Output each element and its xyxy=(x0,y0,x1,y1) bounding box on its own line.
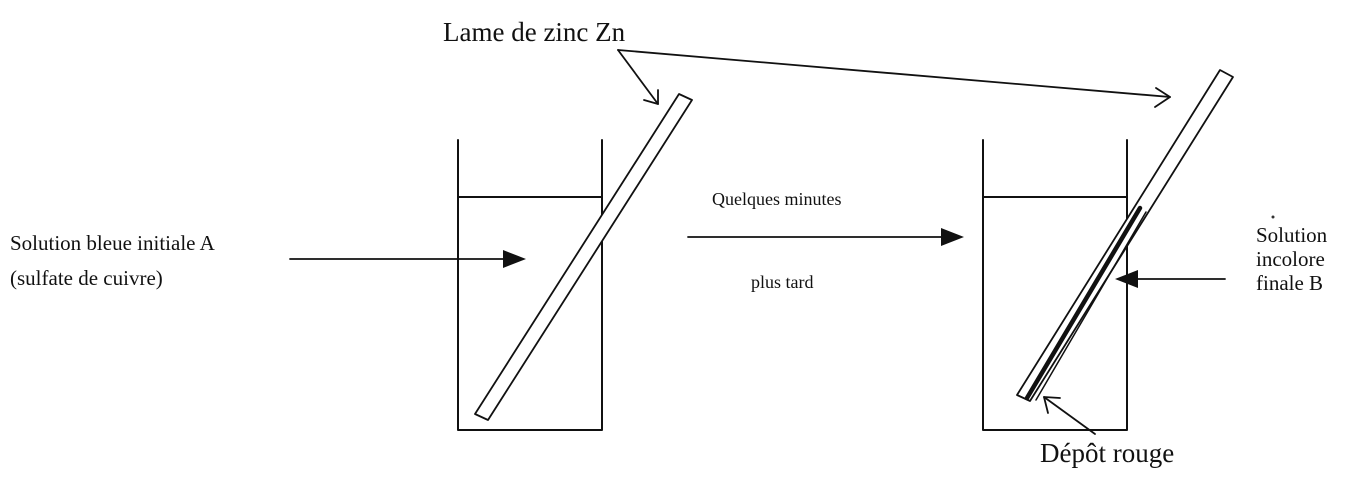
time-label-line1: Quelques minutes xyxy=(712,189,842,209)
zinc-plate-left xyxy=(474,93,693,421)
initial-solution-label-line2: (sulfate de cuivre) xyxy=(10,266,163,290)
copper-deposit xyxy=(1024,205,1143,401)
final-solution-label-line1: Solution xyxy=(1256,223,1328,247)
stray-dot xyxy=(1271,215,1275,219)
final-solution-label-line3: finale B xyxy=(1256,271,1324,295)
arrow-final-solution xyxy=(1115,270,1226,288)
zinc-label-pointers xyxy=(617,49,1171,108)
copper-deposit-edge xyxy=(1035,211,1147,401)
beaker-right xyxy=(982,139,1128,431)
arrow-time xyxy=(687,228,964,246)
final-solution-label-line2: incolore xyxy=(1256,247,1325,271)
deposit-label: Dépôt rouge xyxy=(1040,438,1175,468)
time-label-line2: plus tard xyxy=(751,272,814,292)
beaker-left xyxy=(457,139,603,431)
arrow-initial-solution xyxy=(289,250,526,268)
arrow-deposit xyxy=(1043,396,1096,435)
zinc-plate-label: Lame de zinc Zn xyxy=(443,17,626,47)
initial-solution-label-line1: Solution bleue initiale A xyxy=(10,231,215,255)
